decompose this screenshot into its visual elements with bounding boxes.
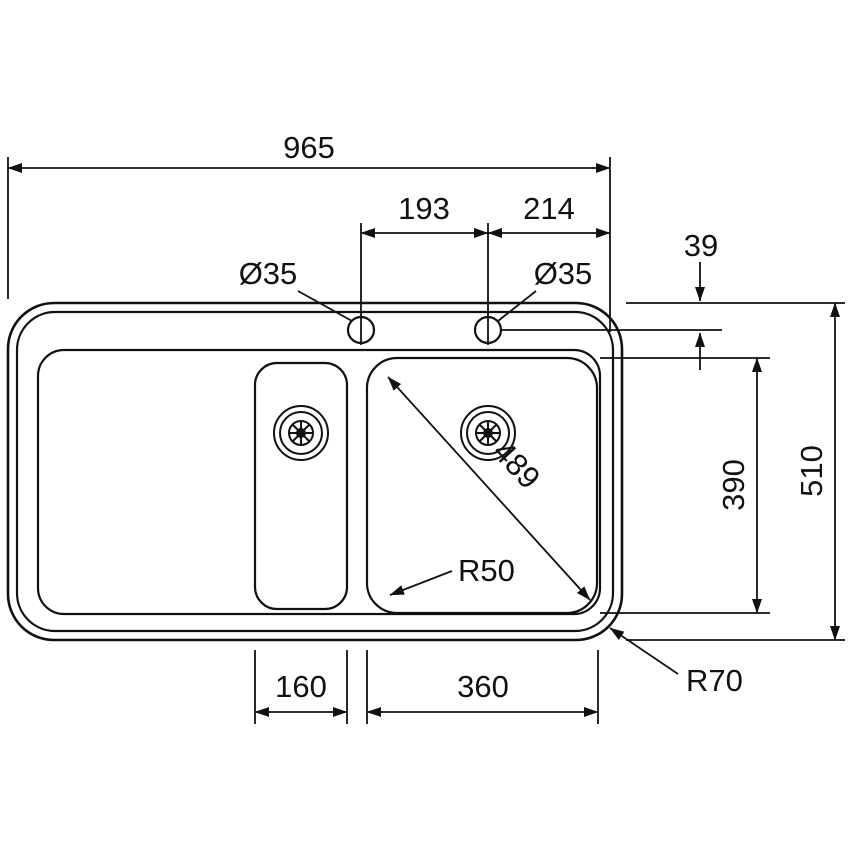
- dim-tap-offset: 39: [684, 228, 718, 370]
- dim-overall-depth-label: 510: [794, 445, 829, 497]
- tap-hole-left-label: Ø35: [239, 256, 298, 291]
- basin-recess-outline: [36, 348, 602, 616]
- callout-tap-hole-right: Ø35: [497, 256, 593, 322]
- dim-overall-width-label: 965: [283, 130, 335, 165]
- dim-bowl-depth-label: 390: [716, 459, 751, 511]
- callout-bowl-corner-radius: R50: [389, 553, 515, 596]
- sink-outer-edge: [6, 301, 624, 642]
- sink-rim-inner-edge: [15, 310, 615, 633]
- dim-tap-spacing-right: 214: [487, 191, 611, 238]
- extension-lines: [7, 157, 845, 724]
- dim-small-bowl-width-label: 160: [275, 669, 327, 704]
- small-bowl-drain: [273, 405, 329, 461]
- callout-outer-corner-radius: R70: [609, 627, 743, 698]
- small-bowl: [253, 361, 349, 611]
- main-bowl: [365, 356, 599, 615]
- outer-corner-radius-label: R70: [686, 663, 743, 698]
- dim-main-bowl-width: 360: [366, 669, 599, 717]
- dim-small-bowl-width: 160: [254, 669, 348, 717]
- dim-overall-width: 965: [7, 130, 611, 173]
- callout-tap-hole-left: Ø35: [239, 256, 353, 322]
- dim-overall-depth: 510: [794, 302, 840, 641]
- dim-tap-spacing-right-label: 214: [523, 191, 575, 226]
- bowl-corner-radius-label: R50: [458, 553, 515, 588]
- dim-tap-offset-label: 39: [684, 228, 718, 263]
- dim-tap-spacing-left: 193: [360, 191, 489, 238]
- dim-bowl-depth: 390: [716, 357, 762, 614]
- dim-main-bowl-width-label: 360: [457, 669, 509, 704]
- dim-tap-spacing-left-label: 193: [398, 191, 450, 226]
- tap-hole-right-label: Ø35: [534, 256, 593, 291]
- sink-body: [6, 301, 624, 642]
